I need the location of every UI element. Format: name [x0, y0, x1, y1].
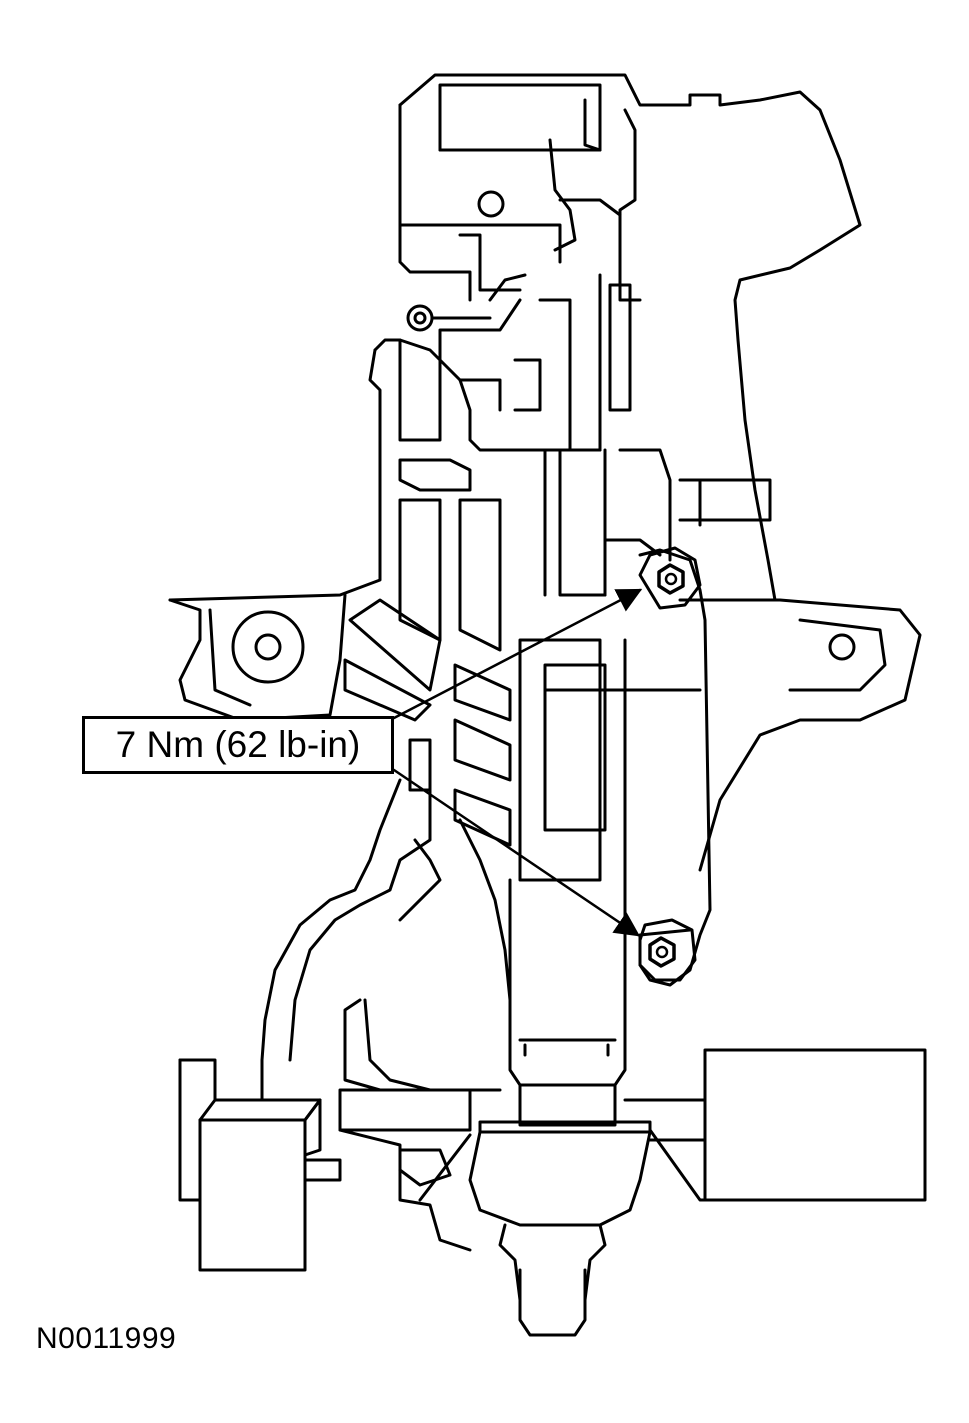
figure-id: N0011999 — [36, 1322, 177, 1355]
mounting-flange — [678, 478, 922, 872]
lower-bolt — [638, 918, 697, 982]
column-tube — [508, 448, 712, 1127]
connector-block — [178, 1058, 342, 1272]
lock-housing — [398, 73, 862, 602]
upper-bolt — [638, 546, 702, 610]
bracket-ribs — [168, 458, 512, 847]
wire-harness — [260, 778, 512, 1102]
torque-leader-lines — [392, 588, 643, 937]
steering-shaft — [338, 1048, 927, 1337]
leader-lower — [392, 768, 641, 937]
column-body — [168, 273, 632, 602]
torque-spec-label: 7 Nm (62 lb-in) — [82, 716, 394, 774]
leader-upper — [392, 588, 643, 720]
